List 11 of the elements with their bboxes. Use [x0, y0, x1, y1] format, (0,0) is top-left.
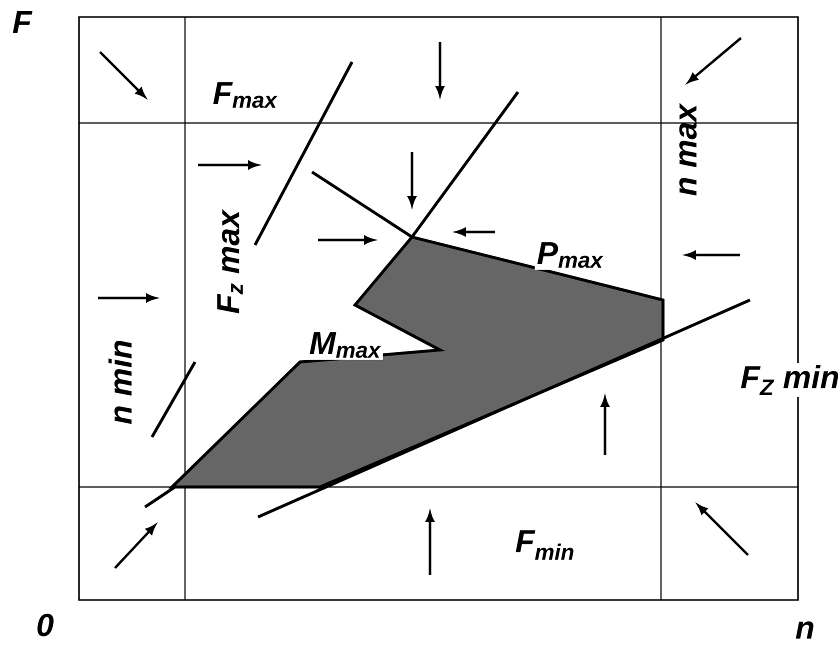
axis-label: n min	[108, 340, 132, 424]
axis-label: F$_{min}$	[516, 530, 574, 560]
axis-label: F$_{max}$	[210, 80, 280, 110]
axis-label: F$_{Z}$ min	[738, 363, 838, 397]
axis-label: F	[12, 11, 32, 33]
axis-label: n max	[679, 102, 697, 196]
axis-label: P$_{max}$	[534, 240, 606, 270]
axis-label: M$_{max}$	[307, 330, 383, 360]
axis-label: F$_{z}$ max	[215, 208, 245, 316]
axis-label: n	[796, 621, 814, 639]
axis-label: 0	[37, 614, 54, 636]
